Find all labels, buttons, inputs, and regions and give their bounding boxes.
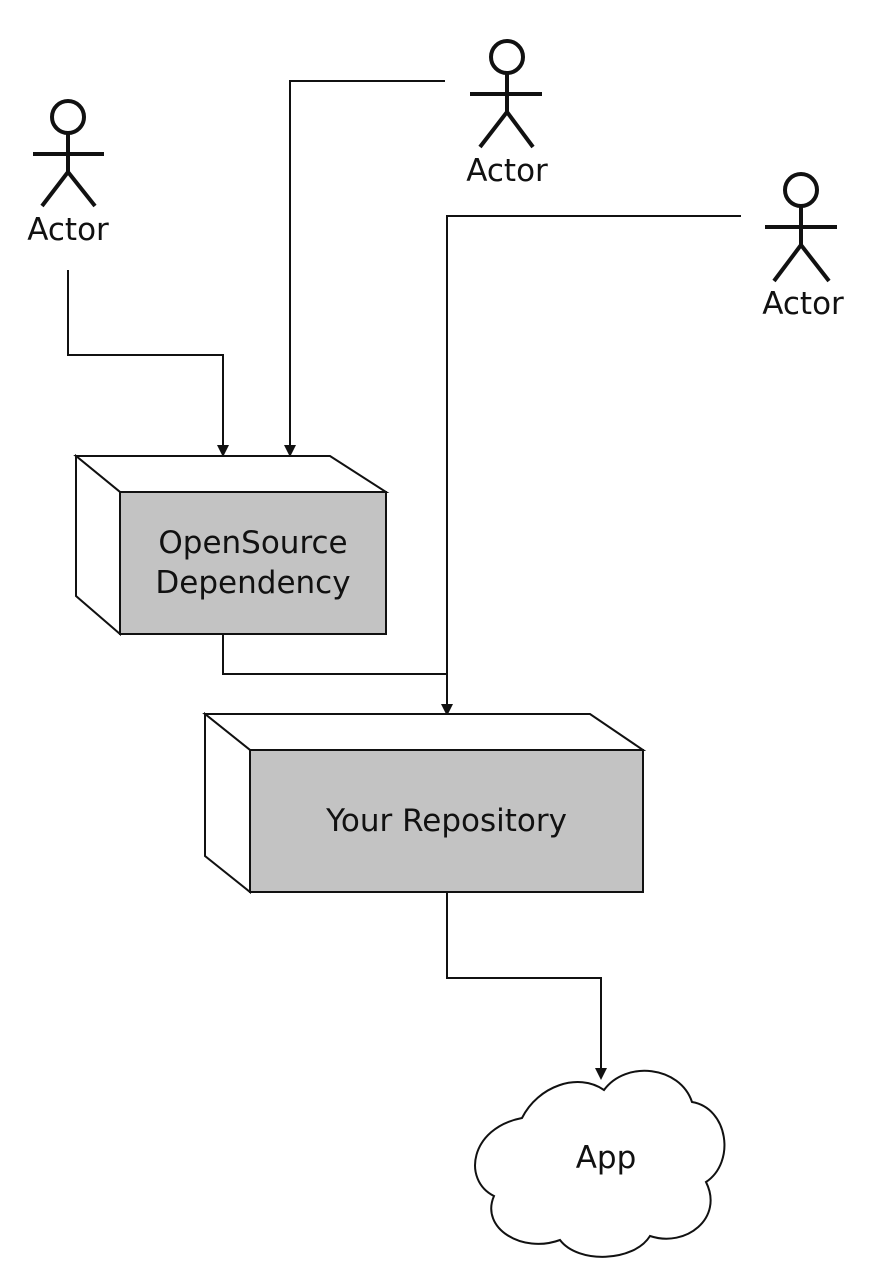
dependency-label-line2: Dependency bbox=[155, 565, 351, 601]
connector-actor-right-to-repository bbox=[441, 215, 741, 716]
actor-icon-middle bbox=[470, 39, 542, 149]
dependency-box bbox=[73, 453, 390, 637]
actor-icon-right bbox=[765, 172, 837, 283]
actor-label-middle: Actor bbox=[466, 153, 548, 189]
dependency-label-line1: OpenSource bbox=[158, 525, 348, 561]
actor-label-left: Actor bbox=[27, 212, 109, 248]
dependency-label: OpenSource Dependency bbox=[120, 492, 386, 634]
repository-box bbox=[202, 711, 647, 895]
repository-label: Your Repository bbox=[326, 803, 567, 839]
connector-actor-left-to-dependency bbox=[67, 270, 229, 457]
connector-actor-middle-to-dependency bbox=[284, 80, 445, 457]
connector-repository-to-app bbox=[446, 892, 607, 1080]
app-cloud bbox=[474, 1069, 726, 1258]
actor-label-right: Actor bbox=[762, 286, 844, 322]
actor-icon-left bbox=[33, 99, 104, 208]
connector-dependency-to-repository bbox=[222, 634, 447, 675]
app-label: App bbox=[575, 1140, 637, 1176]
